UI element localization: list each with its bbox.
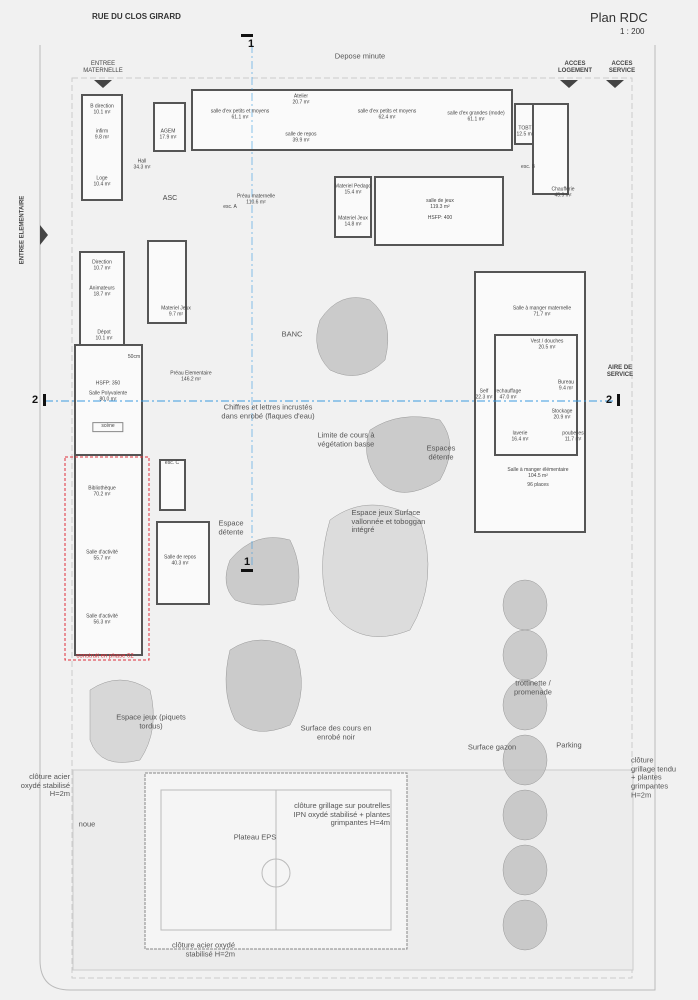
room: scène bbox=[92, 422, 124, 432]
cloture-middle: clôture grillage sur poutrelles IPN oxyd… bbox=[293, 801, 390, 828]
scale: 1 : 200 bbox=[620, 27, 645, 36]
page-title: Plan RDC bbox=[590, 10, 648, 25]
site-boundary bbox=[39, 45, 656, 991]
stair-b: esc. B bbox=[521, 164, 535, 171]
phase-02-outline bbox=[64, 456, 150, 661]
cloture-left: clôture acier oxydé stabilisé H=2m bbox=[20, 772, 70, 799]
stair-a: esc. A bbox=[223, 204, 237, 211]
room: salle d'ex grandes (mode)61.1 m² bbox=[447, 110, 505, 122]
entrance-elementaire: ENTREE ELEMENTAIRE bbox=[19, 195, 26, 265]
phase-note: construit en phase 02 bbox=[76, 653, 134, 660]
letters-note: Chiffres et lettres incrustés dans enrob… bbox=[221, 402, 315, 420]
section-mark-2-right: 2 bbox=[606, 394, 613, 406]
entrance-maternelle: ENTREE MATERNELLE bbox=[83, 61, 123, 74]
planting-zones bbox=[89, 297, 548, 951]
banc-label: BANC bbox=[281, 329, 303, 339]
depose-minute: Depose minute bbox=[334, 51, 386, 61]
limite-note: Limite de cours à végétation basse bbox=[317, 430, 375, 448]
cloture-bottom: clôture acier oxydé stabilisé H=2m bbox=[172, 940, 235, 958]
access-service: ACCES SERVICE bbox=[608, 61, 636, 74]
building-walls bbox=[74, 89, 586, 656]
lift: ASC bbox=[162, 194, 178, 202]
jeux-note: Espace jeux Surface vallonnée et tobogga… bbox=[351, 508, 426, 535]
detente-note-2: Espace détente bbox=[218, 518, 244, 536]
entrance-arrows bbox=[40, 80, 624, 245]
cloture-right: clôture grillage tendu + plantes grimpan… bbox=[631, 755, 677, 799]
stair-c: esc. C bbox=[164, 460, 180, 467]
aire-de-service: AIRE DE SERVICE bbox=[606, 365, 634, 378]
noue-label: noue bbox=[78, 819, 96, 829]
trottinette-note: trottinette / promenade bbox=[514, 678, 552, 696]
street-name: RUE DU CLOS GIRARD bbox=[92, 12, 181, 21]
wall-note: 50cm bbox=[127, 354, 141, 361]
plateau-eps-label: Plateau EPS bbox=[233, 832, 277, 842]
access-logement: ACCES LOGEMENT bbox=[558, 61, 592, 74]
parking-label: Parking bbox=[556, 740, 582, 750]
section-mark-1-top: 1 bbox=[248, 38, 255, 50]
section-mark-1-bottom: 1 bbox=[244, 556, 251, 568]
enrobe-note: Surface des cours en enrobé noir bbox=[300, 723, 372, 741]
gazon-note: Surface gazon bbox=[467, 742, 517, 752]
detente-note-1: Espaces détente bbox=[426, 443, 456, 461]
section-mark-2-left: 2 bbox=[32, 394, 39, 406]
piquets-note: Espace jeux (piquets tordus) bbox=[116, 712, 186, 730]
